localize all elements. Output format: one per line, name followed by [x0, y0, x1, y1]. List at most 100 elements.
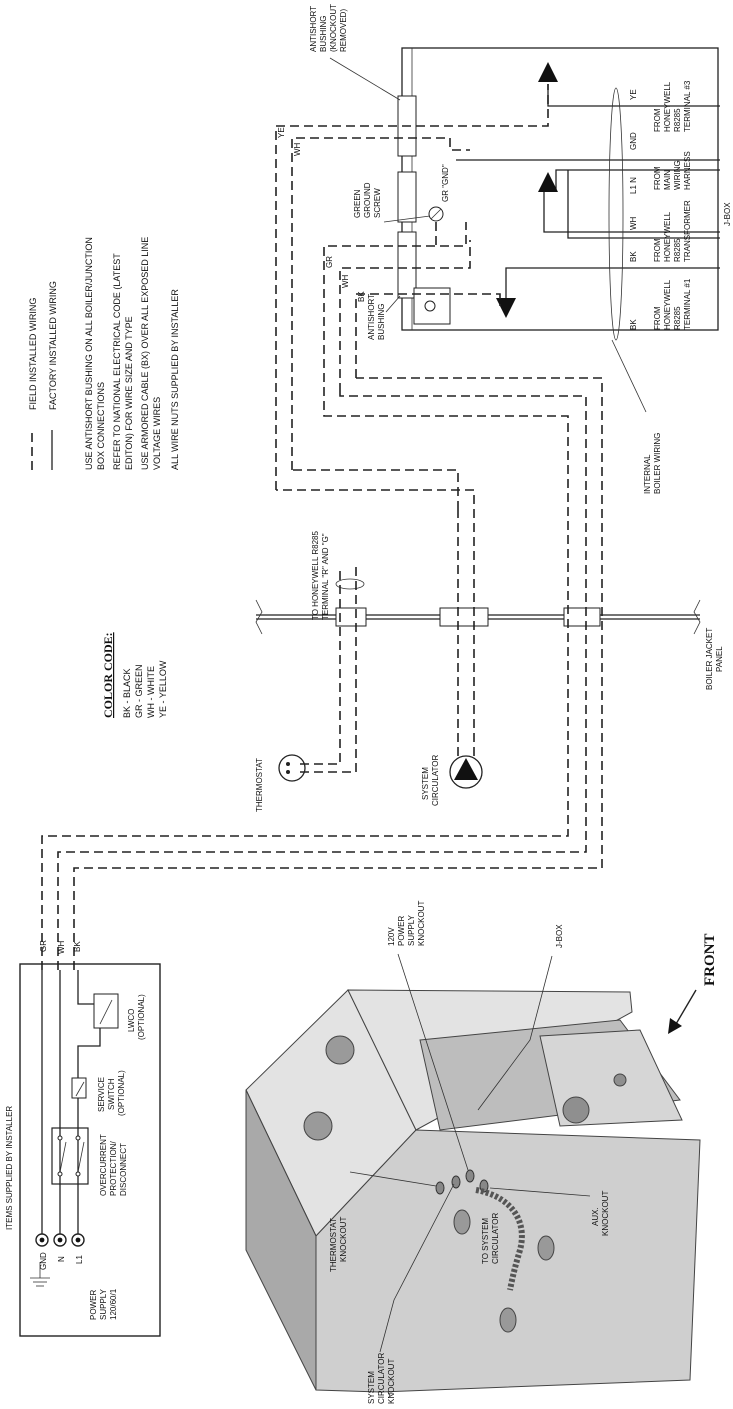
from-r8285-t3-2: HONEYWELL — [663, 81, 672, 132]
color-code-gr: GR - GREEN — [134, 664, 144, 718]
leader-antishort-bushing — [385, 295, 401, 313]
circulator-knockout-hole — [451, 1175, 461, 1189]
run-wh — [57, 392, 587, 970]
label-gr-gnd: GR "GND" — [441, 164, 450, 202]
leader-jbox — [477, 955, 553, 1111]
circ-ko-3: KNOCKOUT — [387, 1359, 396, 1404]
legend-field: FIELD INSTALLED WIRING — [28, 298, 38, 410]
service-switch-box — [71, 1077, 87, 1099]
oc-contact-2 — [57, 1171, 63, 1177]
circulator-conduit — [475, 1187, 525, 1291]
label-term-gnd: GND — [629, 132, 638, 150]
factory-wire-wh — [567, 170, 720, 239]
boiler-knockout-top-2 — [303, 1111, 333, 1141]
label-green-ground-2: GROUND — [363, 182, 372, 218]
from-transformer-2: HONEYWELL — [663, 211, 672, 262]
to-honeywell-2: TERMINAL "R" AND "G" — [321, 533, 330, 620]
boiler-side-hole — [613, 1073, 627, 1087]
thermostat-knockout — [435, 1181, 445, 1195]
thermostat-wire-r — [300, 566, 341, 765]
from-main-2: MAIN — [663, 170, 672, 190]
leader-circ-ko — [379, 1183, 455, 1353]
overcurrent-box — [51, 1127, 89, 1185]
legend-note3b: VOLTAGE WIRES — [152, 397, 162, 470]
jbox-detail: ANTISHORT BUSHING (KNOCKOUT REMOVED) YE … — [275, 4, 732, 494]
boiler-compartment-hole — [562, 1096, 590, 1124]
jacket-bushing-1 — [335, 607, 367, 627]
front-arrow-head — [668, 1018, 682, 1034]
oc-blade-1 — [59, 1141, 67, 1173]
antishort-bushing-bottom — [397, 231, 417, 299]
from-r8285-t3-4: TERMINAL #3 — [683, 80, 692, 132]
circulator-arrow — [454, 758, 478, 780]
leader-aux-ko — [489, 1187, 591, 1197]
label-wh-field2: WH — [341, 274, 350, 288]
factory-wire-n — [543, 190, 720, 233]
field-wiring-runs — [41, 377, 603, 970]
knockout-120v-1: 120V — [387, 927, 396, 946]
from-transformer-3: R8285 — [673, 238, 682, 262]
from-r8285-t1-4: TERMINAL #1 — [683, 278, 692, 330]
legend-note2: REFER TO NATIONAL ELECTRICAL CODE (LATES… — [112, 253, 122, 470]
label-term-ye: YE — [629, 89, 638, 100]
label-bk-field: BK — [357, 291, 366, 302]
thermostat-terminal-2 — [286, 770, 290, 774]
items-supplied-box — [19, 963, 161, 1337]
jbox-corner-hole — [424, 300, 436, 312]
front-hole-2 — [537, 1235, 555, 1261]
legend-note1: USE ANTISHORT BUSHING ON ALL BOILER/JUNC… — [84, 237, 94, 470]
aux-ko-2: KNOCKOUT — [601, 1191, 610, 1236]
label-green-ground-3: SCREW — [373, 188, 382, 218]
service-switch-1: SERVICE — [97, 1077, 106, 1112]
wire-label-bk: BK — [73, 941, 82, 952]
wire-label-wh: WH — [57, 940, 66, 954]
power-supply-2: SUPPLY — [99, 1288, 108, 1320]
label-wh-field: WH — [293, 142, 302, 156]
terminal-l1-dot — [75, 1237, 81, 1243]
legend-note2b: EDITON) FOR WIRE SIZE AND TYPE — [124, 316, 134, 470]
label-term-l1n: L1 N — [629, 177, 638, 194]
color-code-title: COLOR CODE: — [101, 632, 115, 718]
factory-wire-bk — [505, 267, 720, 306]
aux-ko-1: AUX. — [591, 1207, 600, 1226]
legend-note4: ALL WIRE NUTS SUPPLIED BY INSTALLER — [170, 289, 180, 470]
knockout-120v-2: POWER — [397, 916, 406, 946]
leader-green-ground — [383, 215, 431, 223]
lwco-box — [93, 993, 119, 1029]
boiler-illustration: 120V POWER SUPPLY KNOCKOUT J-BOX FRONT T… — [245, 901, 718, 1404]
label-jbox: J-BOX — [723, 202, 732, 226]
service-switch-2: SWITCH — [107, 1078, 116, 1110]
oc-contact-4 — [75, 1171, 81, 1177]
label-ye-field: YE — [277, 127, 286, 138]
to-circ-1: TO SYSTEM — [481, 1218, 490, 1264]
arrow-bk — [496, 298, 516, 318]
jacket-bushing-2 — [439, 607, 489, 627]
thermostat-ko-1: THERMOSTAT — [329, 1218, 338, 1272]
leader-antishort-removed — [329, 57, 401, 101]
thermostat-wire-bundle — [335, 578, 365, 590]
to-honeywell-1: TO HONEYWELL R8285 — [311, 531, 320, 620]
legend: FIELD INSTALLED WIRING FACTORY INSTALLED… — [28, 237, 180, 470]
middle-section: BOILER JACKET PANEL TO HONEYWELL R8285 T… — [255, 490, 724, 812]
boiler-compartment-inner — [539, 1029, 683, 1127]
from-main-4: HARNESS — [683, 151, 692, 190]
from-r8285-t1-1: FROM — [653, 306, 662, 330]
label-green-ground-1: GREEN — [353, 189, 362, 218]
from-main-3: WIRING — [673, 160, 682, 190]
label-internal-2: BOILER WIRING — [653, 433, 662, 494]
internal-wiring-leader — [611, 339, 647, 413]
label-gnd: GND — [39, 1252, 48, 1270]
jacket-bushing-3 — [563, 607, 601, 627]
circulator-label-2: CIRCULATOR — [431, 755, 440, 806]
knockout-120v-3: SUPPLY — [407, 914, 416, 946]
label-l1: L1 — [75, 1255, 84, 1264]
label-antishort-removed-2: BUSHING — [319, 16, 328, 52]
power-supply-3: 120/60/1 — [109, 1288, 118, 1320]
thermostat-terminal-1 — [286, 762, 290, 766]
label-antishort-removed-4: REMOVED) — [339, 9, 348, 52]
items-supplied-label: ITEMS SUPPLIED BY INSTALLER — [5, 1106, 14, 1230]
lwco-1: LWCO — [127, 1009, 136, 1032]
from-r8285-t3-1: FROM — [653, 108, 662, 132]
jacket-break-right — [693, 599, 701, 635]
